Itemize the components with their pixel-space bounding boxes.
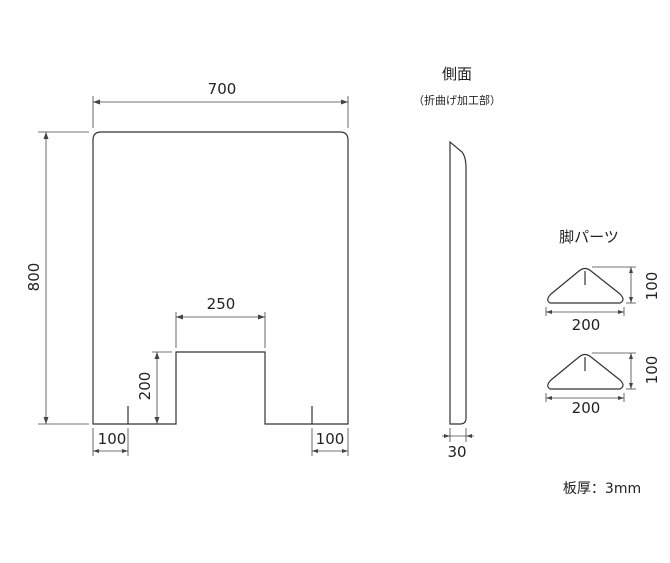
side-view-subtitle: （折曲げ加工部） [413, 93, 501, 107]
leg-parts-title: 脚パーツ [559, 228, 619, 246]
front-panel-outline [92, 131, 349, 425]
dimension-width: 700 [92, 80, 349, 128]
side-view-title: 側面 [442, 65, 472, 83]
dimension-foot-right: 100 [311, 428, 349, 456]
leg-part-2 [547, 353, 624, 390]
dimension-cutout-height: 200 [136, 351, 172, 424]
dimension-height: 800 [25, 131, 89, 425]
foot-left-label: 100 [98, 430, 127, 448]
dimension-foot-left: 100 [92, 428, 129, 456]
dimension-side-thickness: 30 [442, 428, 474, 461]
leg-2-width-label: 200 [572, 399, 601, 417]
leg-1-height-label: 100 [643, 272, 661, 301]
leg-part-2-outline [547, 353, 624, 390]
side-view [449, 140, 467, 425]
cutout-height-label: 200 [136, 372, 154, 401]
foot-right-label: 100 [316, 430, 345, 448]
width-label: 700 [208, 80, 237, 98]
cutout-width-label: 250 [207, 295, 236, 313]
dimension-leg-2-width: 200 [545, 393, 625, 417]
leg-2-height-label: 100 [643, 356, 661, 385]
leg-1-width-label: 200 [572, 316, 601, 334]
side-thickness-label: 30 [447, 443, 466, 461]
side-panel-outline [449, 140, 467, 425]
dimension-leg-1-width: 200 [545, 307, 625, 334]
leg-part-1 [547, 267, 624, 304]
front-view [92, 131, 349, 425]
dimension-leg-1-height: 100 [592, 266, 661, 304]
height-label: 800 [25, 263, 43, 292]
dimension-leg-2-height: 100 [592, 352, 661, 390]
plate-thickness-note: 板厚：3mm [563, 481, 641, 497]
leg-part-1-outline [547, 267, 624, 304]
dimension-cutout-width: 250 [175, 295, 266, 348]
